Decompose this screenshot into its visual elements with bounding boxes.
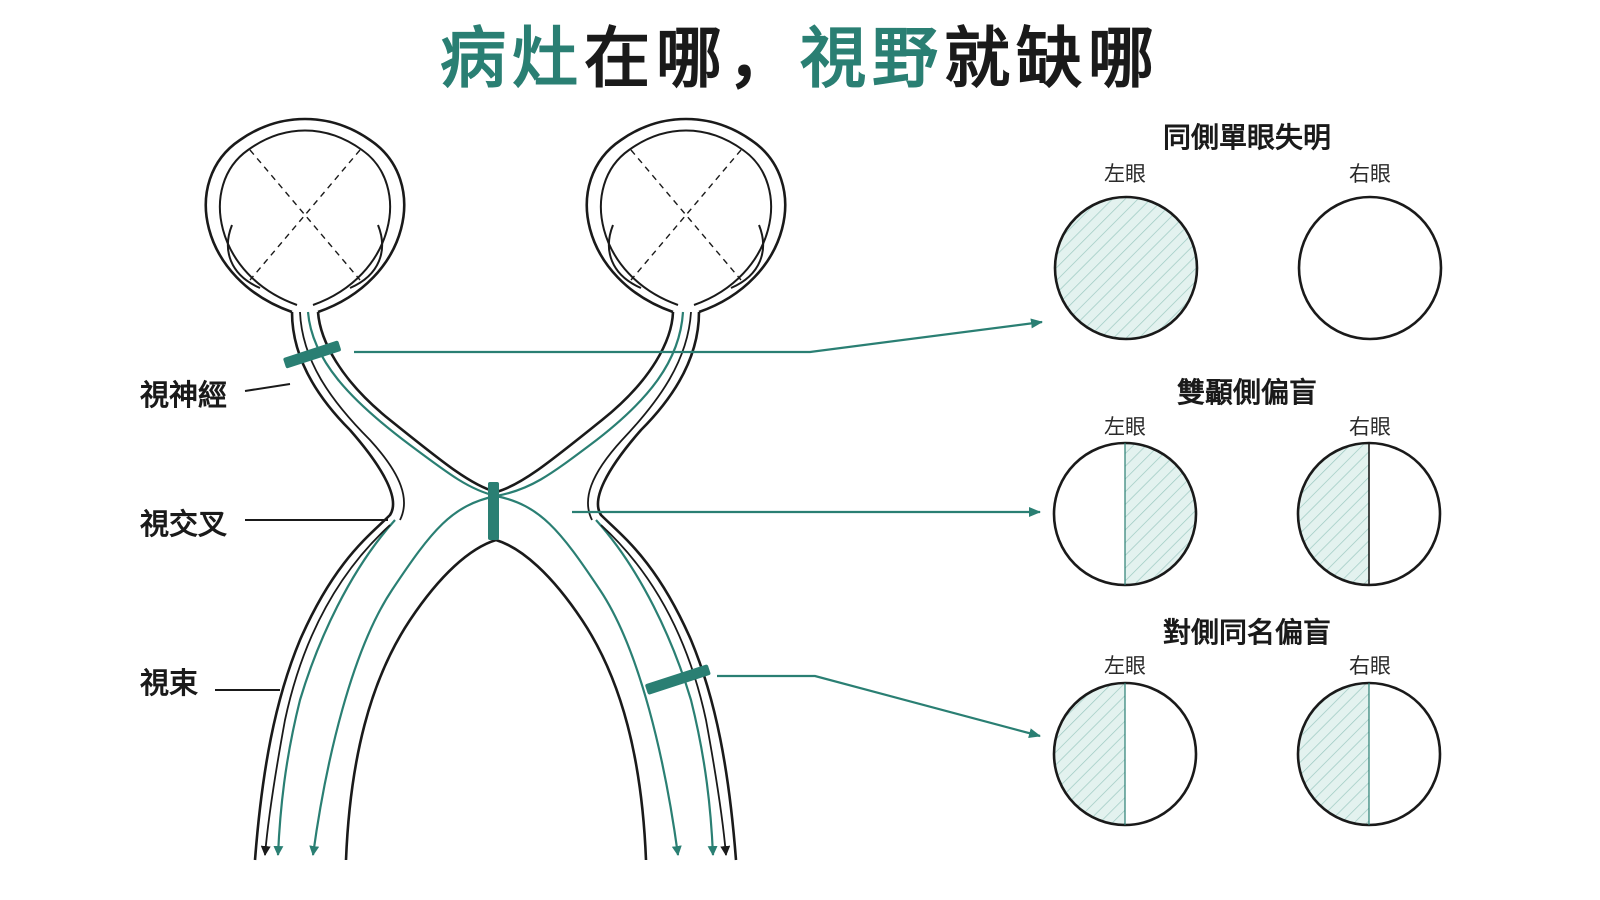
field-3-left-deficit bbox=[1054, 683, 1125, 825]
lesion-optic-nerve bbox=[283, 340, 341, 369]
title-lesion: 病灶 bbox=[440, 20, 584, 97]
arrow-to-field-1 bbox=[354, 318, 1043, 354]
field-1-left-circle bbox=[1053, 195, 1199, 341]
leader-optic-nerve bbox=[244, 383, 291, 392]
field-row-2 bbox=[1052, 441, 1442, 587]
field-1-right-circle bbox=[1297, 195, 1443, 341]
field-1-right-eye-label: 右眼 bbox=[1349, 162, 1391, 186]
nerve-fibers bbox=[260, 311, 731, 856]
field-1-heading: 同側單眼失明 bbox=[1162, 121, 1331, 154]
title-missing: 就缺哪 bbox=[944, 20, 1160, 97]
right-eyeball bbox=[585, 117, 787, 314]
field-2-left-deficit bbox=[1125, 443, 1196, 585]
field-2-left-eye-label: 左眼 bbox=[1104, 415, 1146, 439]
page-title: 病灶在哪，視野就缺哪 bbox=[0, 14, 1600, 104]
optic-pathway-outline bbox=[253, 311, 738, 861]
lesion-optic-tract bbox=[645, 664, 711, 695]
label-optic-chiasm: 視交叉 bbox=[140, 507, 228, 541]
arrow-to-field-3 bbox=[717, 674, 1041, 738]
field-2-heading: 雙顳側偏盲 bbox=[1176, 376, 1317, 409]
title-where: 在哪， bbox=[584, 20, 800, 97]
field-3-left-eye-label: 左眼 bbox=[1104, 654, 1146, 678]
title-visual-field: 視野 bbox=[800, 20, 944, 97]
left-eyeball bbox=[204, 117, 406, 314]
label-optic-nerve: 視神經 bbox=[140, 378, 228, 412]
field-row-1 bbox=[1053, 195, 1443, 341]
field-3-heading: 對側同名偏盲 bbox=[1162, 616, 1331, 649]
label-optic-tract: 視束 bbox=[140, 666, 199, 700]
field-2-right-deficit bbox=[1298, 443, 1369, 585]
field-3-right-eye-label: 右眼 bbox=[1349, 654, 1391, 678]
field-3-right-deficit bbox=[1298, 683, 1369, 825]
lesion-optic-chiasm bbox=[488, 482, 499, 540]
field-row-3 bbox=[1052, 681, 1442, 827]
field-1-left-eye-label: 左眼 bbox=[1104, 162, 1146, 186]
field-2-right-eye-label: 右眼 bbox=[1349, 415, 1391, 439]
